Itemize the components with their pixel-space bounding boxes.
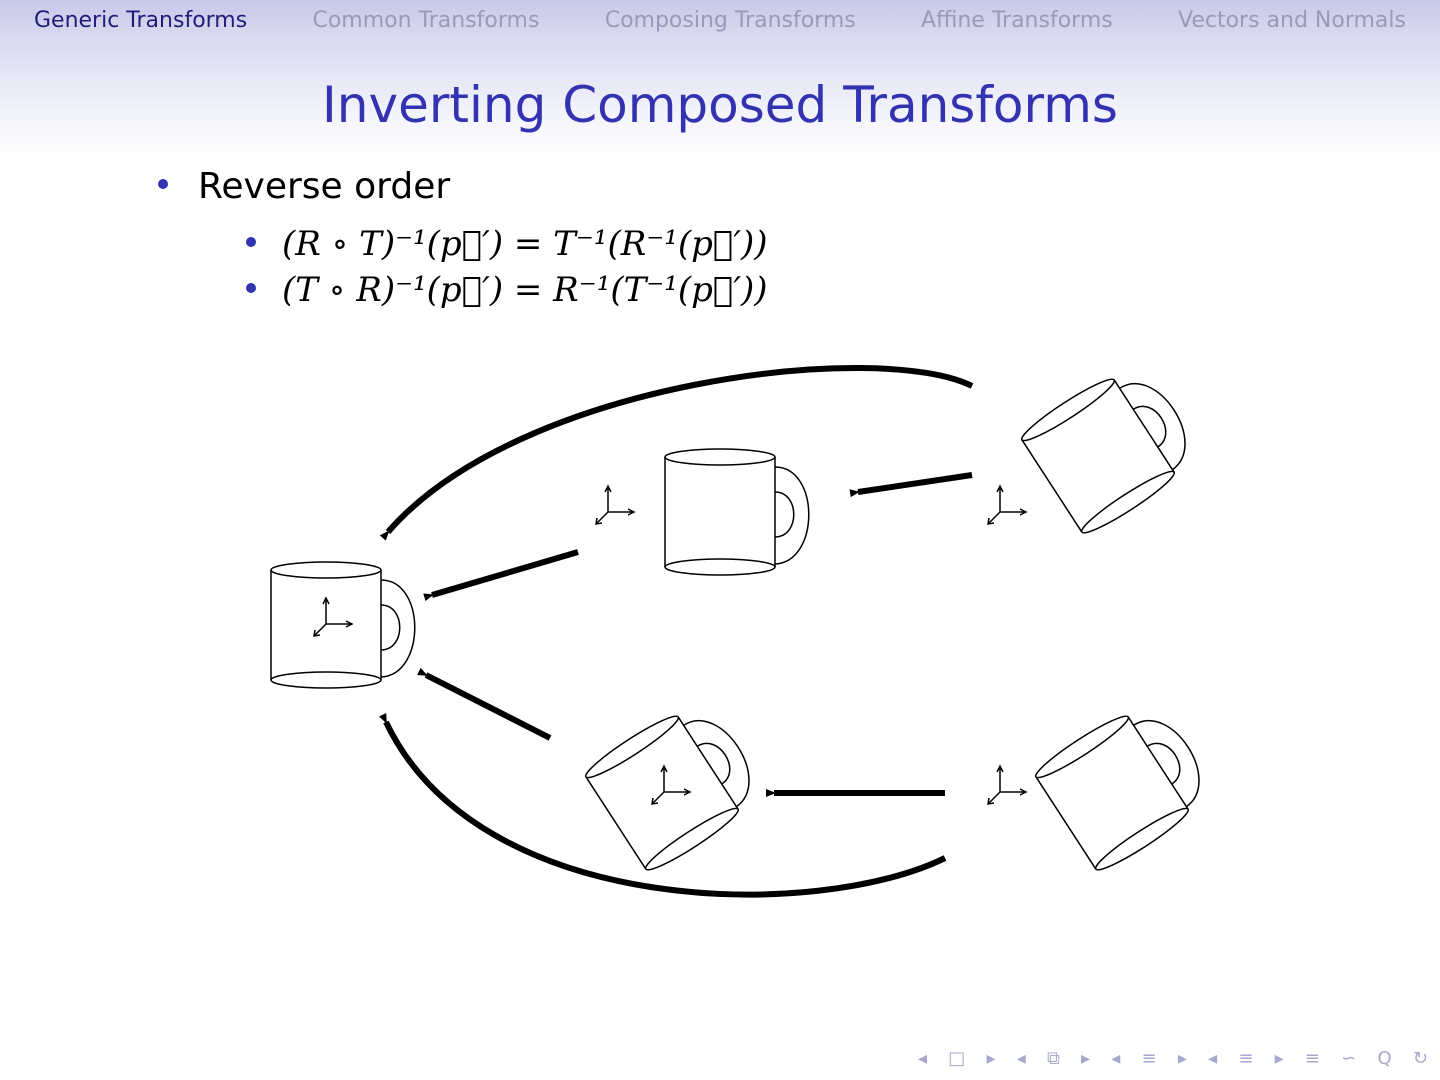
formula-1: (R ∘ T)⁻¹(p⃗′) = T⁻¹(R⁻¹(p⃗′)) — [282, 224, 768, 264]
mug-rotated-translated — [1032, 692, 1221, 876]
bullet-dot — [158, 179, 168, 189]
mug-rotated — [582, 692, 771, 876]
next-slide-icon[interactable]: ▸ — [986, 1048, 995, 1069]
nav-affine-transforms[interactable]: Affine Transforms — [921, 8, 1113, 33]
next-subsection-icon[interactable]: ▸ — [1178, 1048, 1187, 1069]
axes-original — [314, 598, 352, 636]
nav-generic-transforms[interactable]: Generic Transforms — [34, 8, 247, 33]
search-icon[interactable]: Q — [1377, 1048, 1391, 1069]
back-icon[interactable]: ∽ — [1341, 1048, 1356, 1069]
next-section-icon[interactable]: ▸ — [1275, 1048, 1284, 1069]
appendix-icon[interactable]: ≡ — [1305, 1048, 1320, 1069]
formula-row-1: (R ∘ T)⁻¹(p⃗′) = T⁻¹(R⁻¹(p⃗′)) — [246, 224, 768, 264]
prev-section-icon[interactable]: ◂ — [1208, 1048, 1217, 1069]
mug-original — [271, 562, 415, 688]
composition-diagram — [0, 330, 1440, 950]
axes-rotated — [652, 766, 690, 804]
bullet-dot — [246, 237, 256, 247]
next-frame-icon[interactable]: ▸ — [1081, 1048, 1090, 1069]
beamer-navigation-controls: ◂ □ ▸ ◂ ⧉ ▸ ◂ ≡ ▸ ◂ ≡ ▸ ≡ ∽ Q ↻ — [918, 1044, 1428, 1072]
arrow-bottom-curve — [386, 722, 945, 895]
prev-slide-icon[interactable]: ◂ — [918, 1048, 927, 1069]
arrow-bottom-middle-to-origin — [426, 675, 550, 738]
nav-vectors-and-normals[interactable]: Vectors and Normals — [1178, 8, 1406, 33]
bullet-dot — [246, 283, 256, 293]
frame-icon[interactable]: ⧉ — [1047, 1048, 1060, 1069]
slide-icon[interactable]: □ — [948, 1048, 965, 1069]
arrow-top-curve — [388, 368, 972, 532]
bullet-text: Reverse order — [198, 166, 450, 207]
subsection-icon[interactable]: ≡ — [1142, 1048, 1157, 1069]
axes-translated — [596, 486, 634, 524]
formula-row-2: (T ∘ R)⁻¹(p⃗′) = R⁻¹(T⁻¹(p⃗′)) — [246, 270, 768, 310]
prev-subsection-icon[interactable]: ◂ — [1111, 1048, 1120, 1069]
nav-common-transforms[interactable]: Common Transforms — [312, 8, 539, 33]
section-icon[interactable]: ≡ — [1238, 1048, 1253, 1069]
arrow-top-middle-to-origin — [432, 552, 578, 595]
formula-2: (T ∘ R)⁻¹(p⃗′) = R⁻¹(T⁻¹(p⃗′)) — [282, 270, 768, 310]
axes-translated-rotated — [988, 486, 1026, 524]
prev-frame-icon[interactable]: ◂ — [1017, 1048, 1026, 1069]
axes-rotated-translated — [988, 766, 1026, 804]
mug-translated — [665, 449, 809, 575]
arrow-top-right-to-middle — [858, 475, 972, 492]
nav-composing-transforms[interactable]: Composing Transforms — [605, 8, 856, 33]
forward-icon[interactable]: ↻ — [1413, 1048, 1428, 1069]
bullet-reverse-order: Reverse order — [158, 166, 450, 207]
mug-translated-rotated — [1018, 355, 1207, 539]
slide-title: Inverting Composed Transforms — [0, 76, 1440, 134]
section-navigation: Generic Transforms Common Transforms Com… — [0, 0, 1440, 40]
